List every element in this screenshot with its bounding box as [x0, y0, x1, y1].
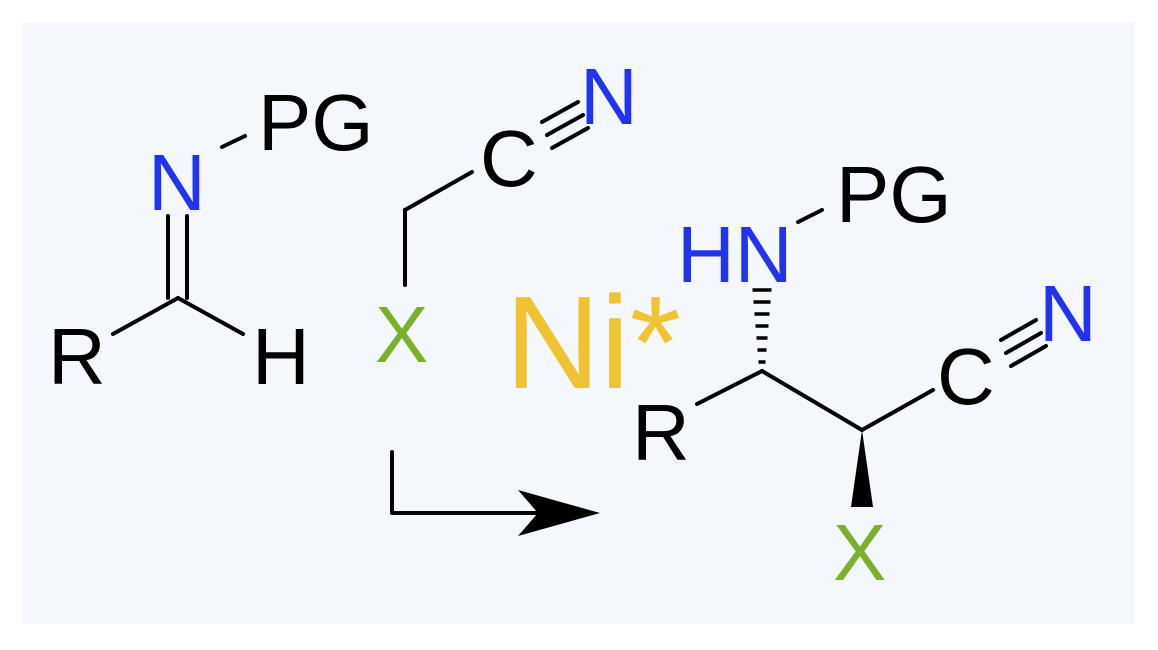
bent-reaction-arrow-icon — [390, 450, 600, 536]
product-triple-bond-a — [1004, 331, 1043, 355]
product-triple-bond-c — [1009, 344, 1048, 368]
product-triple-bond-b — [999, 318, 1038, 342]
reagent-x-label: X — [375, 290, 428, 379]
imine-structure — [111, 134, 247, 336]
reagent-n-label: N — [580, 52, 638, 141]
imine-n-label: N — [148, 138, 206, 227]
product-pg-label: PG — [836, 150, 952, 239]
product-n-label: N — [1039, 269, 1097, 358]
imine-pg-label: PG — [258, 78, 374, 167]
product-solid-wedge — [851, 430, 873, 507]
reagent-triple-bond-a — [545, 113, 585, 137]
nitrile-reagent-structure — [403, 100, 590, 287]
product-c-label: C — [937, 332, 995, 421]
reagent-triple-bond-c — [550, 126, 590, 150]
imine-bond-n-pg — [220, 134, 247, 149]
imine-r-label: R — [48, 312, 106, 401]
product-bond-c1-c2 — [760, 369, 864, 432]
reagent-triple-bond-b — [540, 100, 580, 124]
product-bond-nh-pg — [796, 208, 824, 224]
product-structure — [695, 208, 1048, 432]
imine-h-label: H — [252, 312, 310, 401]
product-r-label: R — [632, 388, 690, 477]
product-hashed-wedge — [752, 288, 772, 364]
catalyst-label: Ni* — [505, 269, 681, 416]
product-x-label: X — [833, 508, 886, 597]
product-hn-label: HN — [677, 210, 793, 299]
product-bond-r-c1 — [695, 369, 764, 406]
reagent-bond-ch2-c — [403, 170, 474, 212]
imine-bond-r-c — [111, 296, 180, 336]
reagent-c-label: C — [480, 114, 538, 203]
product-bond-c2-c — [860, 388, 935, 432]
imine-bond-c-h — [176, 296, 245, 336]
background-panel — [22, 22, 1134, 624]
